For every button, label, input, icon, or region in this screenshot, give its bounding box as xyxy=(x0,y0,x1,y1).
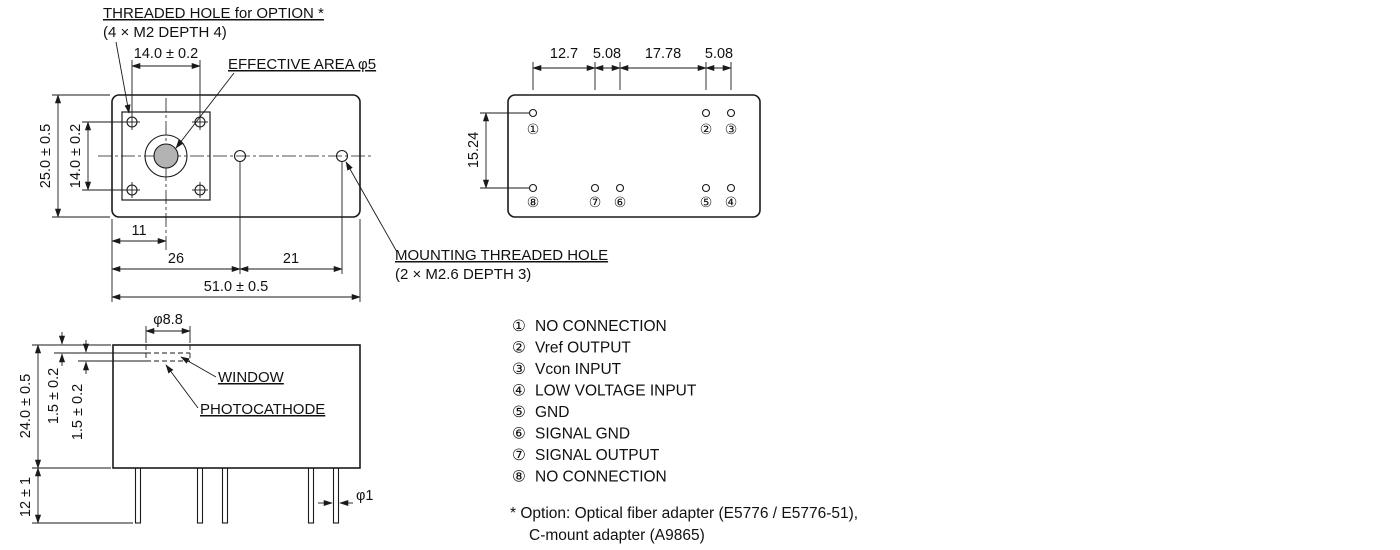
legend-num-3: ③ xyxy=(512,360,526,378)
module-body-pin-view xyxy=(507,94,761,218)
pin-lead xyxy=(221,467,229,524)
pin-4-number: ④ xyxy=(725,195,738,211)
legend-label-1: NO CONNECTION xyxy=(535,318,667,335)
dim-photocathode-depth-text: 1.5 ± 0.2 xyxy=(70,384,86,440)
centerlines xyxy=(98,98,374,252)
threaded-hole-label: THREADED HOLE for OPTION * xyxy=(103,5,324,22)
pin-5 xyxy=(701,183,711,193)
dim-pin-dia: φ1 xyxy=(318,488,373,507)
pin-1 xyxy=(528,108,538,118)
legend-num-7: ⑦ xyxy=(512,446,526,464)
dim-photocathode-depth: 1.5 ± 0.2 xyxy=(70,340,146,440)
footnote-line-2: C-mount adapter (A9865) xyxy=(529,527,705,544)
top-view: 14.0 ± 0.2 25.0 ± 0.5 14.0 ± 0.2 11 26 xyxy=(38,5,608,302)
mounting-hole-label: MOUNTING THREADED HOLE xyxy=(395,247,608,264)
legend-num-8: ⑧ xyxy=(512,468,526,486)
pin-lead xyxy=(332,467,340,524)
threaded-hole-sublabel: (4 × M2 DEPTH 4) xyxy=(103,24,227,41)
window-label: WINDOW xyxy=(218,369,285,386)
pin-2-number: ② xyxy=(700,122,713,138)
pin-lead xyxy=(196,467,204,524)
dim-window-dia: φ8.8 xyxy=(145,312,191,343)
pin-lead xyxy=(134,467,142,524)
dim-flange-width-text: 14.0 ± 0.2 xyxy=(134,46,198,62)
effective-area-circle xyxy=(153,143,179,169)
legend-num-1: ① xyxy=(512,317,526,335)
legend-num-2: ② xyxy=(512,339,526,357)
legend-label-3: Vcon INPUT xyxy=(535,361,622,378)
dim-offset-21-text: 21 xyxy=(283,251,299,267)
legend-label-4: LOW VOLTAGE INPUT xyxy=(535,383,697,400)
footnote-line-1: * Option: Optical fiber adapter (E5776 /… xyxy=(510,505,858,522)
pins-side xyxy=(134,467,340,524)
legend-label-8: NO CONNECTION xyxy=(535,469,667,486)
leader-line xyxy=(115,41,131,114)
pin-8 xyxy=(528,183,538,193)
legend-label-2: Vref OUTPUT xyxy=(535,340,631,357)
side-view: φ8.8 24.0 ± 0.5 1.5 ± 0.2 1.5 ± 0.2 xyxy=(18,312,373,524)
leader-line xyxy=(165,364,199,409)
pin-3 xyxy=(726,108,736,118)
dim-pin-length-text: 12 ± 1 xyxy=(18,477,34,517)
dim-pitch-5-08-right-text: 5.08 xyxy=(705,46,733,62)
pin-6 xyxy=(615,183,625,193)
pin-4 xyxy=(726,183,736,193)
pin-6-number: ⑥ xyxy=(614,195,627,211)
effective-area-label: EFFECTIVE AREA φ5 xyxy=(228,56,376,73)
dim-offset-11-text: 11 xyxy=(131,223,146,239)
dim-row-gap-text: 15.24 xyxy=(466,132,482,168)
leader-line xyxy=(345,161,398,253)
legend-label-6: SIGNAL GND xyxy=(535,426,630,443)
pin-lead xyxy=(307,467,315,524)
legend-label-7: SIGNAL OUTPUT xyxy=(535,447,660,464)
callout-window: WINDOW xyxy=(180,356,285,386)
dim-row-gap: 15.24 xyxy=(466,112,529,189)
dim-body-height-text: 25.0 ± 0.5 xyxy=(38,124,54,188)
dim-body-width-text: 51.0 ± 0.5 xyxy=(204,279,268,295)
dim-flange-height: 14.0 ± 0.2 xyxy=(68,121,126,191)
legend-num-5: ⑤ xyxy=(512,403,526,421)
pin-legend: ① NO CONNECTION ② Vref OUTPUT ③ Vcon INP… xyxy=(510,317,858,544)
callout-mounting-hole: MOUNTING THREADED HOLE (2 × M2.6 DEPTH 3… xyxy=(345,161,608,283)
pin-1-number: ① xyxy=(527,122,540,138)
dim-window-thickness-text: 1.5 ± 0.2 xyxy=(46,368,62,424)
photocathode-label: PHOTOCATHODE xyxy=(200,401,325,418)
dim-window-dia-text: φ8.8 xyxy=(153,312,183,328)
dim-flange-width: 14.0 ± 0.2 xyxy=(131,46,201,114)
leader-line xyxy=(180,356,217,378)
dim-side-body-height-text: 24.0 ± 0.5 xyxy=(18,374,34,438)
dim-flange-height-text: 14.0 ± 0.2 xyxy=(68,124,84,188)
dim-pitch-5-08-left-text: 5.08 xyxy=(593,46,621,62)
dim-pitch-12-7-text: 12.7 xyxy=(550,46,578,62)
dim-pin-dia-text: φ1 xyxy=(356,488,373,504)
pin-2 xyxy=(701,108,711,118)
dim-offset-26-text: 26 xyxy=(168,251,184,267)
pin-view: ① ② ③ ⑧ ⑦ ⑥ ⑤ ④ 12.7 5.08 17.78 xyxy=(466,46,761,218)
pin-7-number: ⑦ xyxy=(589,195,602,211)
dim-bottom-group: 11 26 21 51.0 ± 0.5 xyxy=(111,162,361,302)
callout-threaded-hole: THREADED HOLE for OPTION * (4 × M2 DEPTH… xyxy=(103,5,324,114)
legend-num-6: ⑥ xyxy=(512,425,526,443)
module-body-side xyxy=(112,344,361,469)
callout-effective-area: EFFECTIVE AREA φ5 xyxy=(175,56,376,149)
leader-line xyxy=(175,72,235,149)
pin-circles-top xyxy=(528,108,736,118)
dim-pitch-17-78-text: 17.78 xyxy=(645,46,681,62)
dim-pin-pitches: 12.7 5.08 17.78 5.08 xyxy=(532,46,733,90)
pin-3-number: ③ xyxy=(725,122,738,138)
legend-label-5: GND xyxy=(535,404,569,421)
dim-side-body-height: 24.0 ± 0.5 xyxy=(18,344,111,469)
pin-8-number: ⑧ xyxy=(527,195,540,211)
legend-num-4: ④ xyxy=(512,382,526,400)
dim-pin-length: 12 ± 1 xyxy=(18,467,133,524)
pin-7 xyxy=(590,183,600,193)
callout-photocathode: PHOTOCATHODE xyxy=(165,364,325,418)
pin-5-number: ⑤ xyxy=(700,195,713,211)
mounting-hole-sublabel: (2 × M2.6 DEPTH 3) xyxy=(395,266,531,283)
dim-window-thickness: 1.5 ± 0.2 xyxy=(46,332,146,424)
pin-circles-bottom xyxy=(528,183,736,193)
dim-body-height: 25.0 ± 0.5 xyxy=(38,94,110,218)
